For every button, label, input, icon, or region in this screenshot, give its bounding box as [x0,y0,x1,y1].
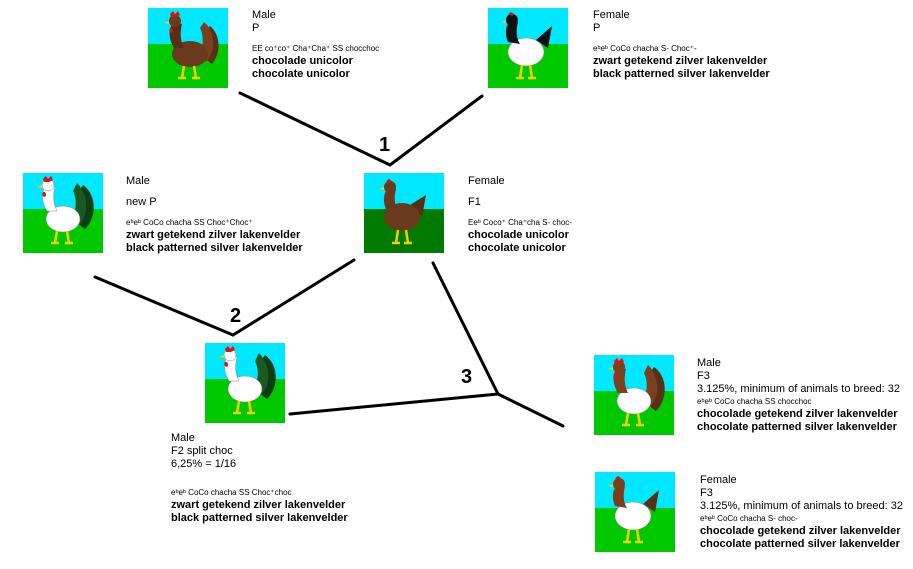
bird-generation: F1 [468,196,481,208]
bird-genotype: eᵇeᵇ CoCo chacha S- choc- [700,514,798,523]
bird-name-nl: chocolade getekend zilver lakenvelder [697,408,898,420]
bird-info-female-f1: Female F1 Eeᵇ Coco⁺ Cha⁺cha S- choc- cho… [468,175,572,255]
bird-generation: F3 [697,370,710,382]
bird-generation: P [252,22,260,34]
step-number-3: 3 [461,366,473,388]
bird-name-nl: chocolade getekend zilver lakenvelder [700,525,901,537]
rooster-lakenvelder-icon [205,343,285,423]
bird-sex: Female [700,474,737,486]
bird-sex: Male [252,9,276,21]
bird-info-female-p: Female P eᵇeᵇ CoCo chacha S- Choc⁺- zwar… [593,9,770,81]
rooster-choc-lakenvelder-icon [594,355,674,435]
cross-line-f1-female [231,258,356,337]
bird-name-en: black patterned silver lakenvelder [126,242,303,254]
bird-info-male-p: Male P EE co⁺co⁺ Cha⁺Cha⁺ SS chocchoc ch… [252,9,379,81]
bird-generation: F3 [700,487,713,499]
bird-generation: P [593,22,601,34]
bird-ratio: 3.125%, minimum of animals to breed: 32 [700,500,903,512]
bird-sex: Male [171,432,195,444]
rooster-chocolate-icon [148,8,228,88]
hen-choc-lakenvelder-icon [595,472,675,552]
cross-line-p-female [388,94,484,167]
cross-line-f1-to-3 [431,261,500,396]
step-number-1: 1 [379,134,391,156]
hen-lakenvelder-icon [488,8,568,88]
bird-sex: Female [593,9,630,21]
bird-name-en: chocolate unicolor [468,242,566,254]
bird-genotype: eᵇeᵇ CoCo chacha S- Choc⁺- [593,44,697,53]
bird-genotype: EE co⁺co⁺ Cha⁺Cha⁺ SS chocchoc [252,44,380,53]
cross-line-p-male [238,91,392,167]
bird-name-nl: zwart getekend zilver lakenvelder [171,499,346,511]
bird-name-en: chocolate unicolor [252,68,350,80]
bird-sex: Male [697,357,721,369]
bird-genotype: Eeᵇ Coco⁺ Cha⁺cha S- choc- [468,218,572,227]
bird-genotype: eᵇeᵇ CoCo chacha SS Choc⁺Choc⁺ [126,218,253,227]
bird-name-en: chocolate patterned silver lakenvelder [700,538,900,550]
bird-ratio: 3.125%, minimum of animals to breed: 32 [697,383,900,395]
bird-info-female-f3: Female F3 3.125%, minimum of animals to … [700,474,903,551]
bird-name-en: chocolate patterned silver lakenvelder [697,421,897,433]
bird-sex: Female [468,175,505,187]
cross-line-f2-male [288,392,500,416]
bird-name-nl: zwart getekend zilver lakenvelder [593,55,768,67]
rooster-lakenvelder-icon [23,173,103,253]
bird-name-nl: zwart getekend zilver lakenvelder [126,229,301,241]
bird-info-male-f3: Male F3 3.125%, minimum of animals to br… [697,357,900,434]
bird-info-male-f2: Male F2 split choc 6,25% = 1/16 eᵇeᵇ CoC… [171,432,348,525]
bird-genotype: eᵇeᵇ CoCo chacha SS chocchoc [697,397,812,406]
bird-info-male-new-p: Male new P eᵇeᵇ CoCo chacha SS Choc⁺Choc… [126,175,303,255]
bird-ratio: 6,25% = 1/16 [171,458,237,470]
bird-name-en: black patterned silver lakenvelder [171,512,348,524]
cross-line-newp-male [93,275,235,337]
bird-generation: F2 split choc [171,445,233,457]
bird-generation: new P [126,196,157,208]
hen-chocolate-icon [364,173,444,253]
step-number-2: 2 [230,305,242,327]
bird-name-nl: chocolade unicolor [468,229,569,241]
bird-genotype: eᵇeᵇ CoCo chacha SS Choc⁺choc [171,488,292,497]
bird-name-en: black patterned silver lakenvelder [593,68,770,80]
bird-name-nl: chocolade unicolor [252,55,353,67]
bird-sex: Male [126,175,150,187]
cross-line-to-f3 [496,392,565,428]
